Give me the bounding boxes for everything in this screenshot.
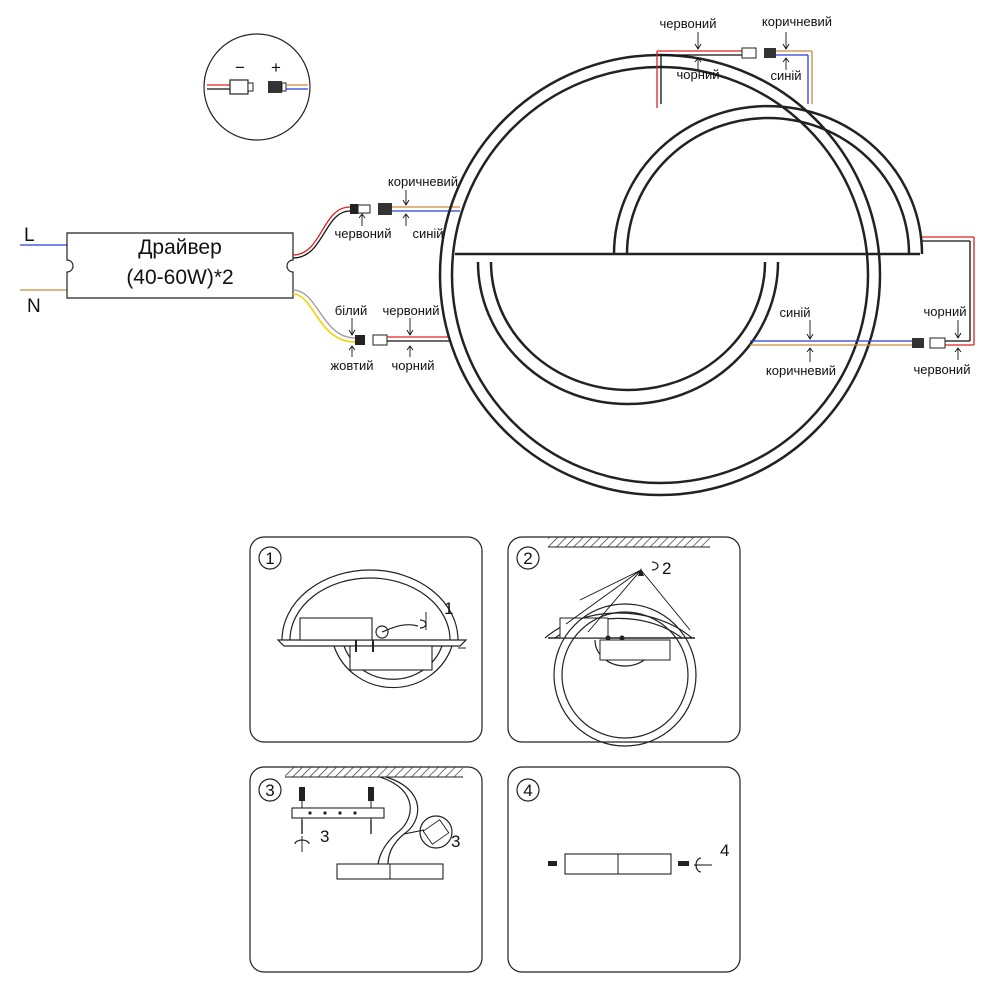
mains-input: L N <box>20 225 67 317</box>
label-top-brown: коричневий <box>762 14 832 29</box>
driver-output-2 <box>292 289 450 346</box>
step-3-badge: 3 <box>265 781 274 800</box>
step-4-callout: 4 <box>720 841 729 860</box>
step-1-callout: 1 <box>444 599 453 618</box>
label-r-blue: синій <box>779 305 810 320</box>
step-1-panel: 1 1 <box>249 536 483 743</box>
step-4-panel: 4 4 <box>507 766 741 973</box>
step-2-badge: 2 <box>523 549 532 568</box>
neutral-label: N <box>27 296 41 317</box>
label-fr-black: чорний <box>924 304 967 319</box>
led-driver: Драйвер (40-60W)*2 <box>66 232 294 299</box>
label-top-blue: синій <box>770 68 801 83</box>
plus-sign: + <box>271 58 281 77</box>
driver-rating: (40-60W)*2 <box>126 266 233 289</box>
connector-polarity-inset: − + <box>203 33 311 141</box>
label-top-red: червоний <box>660 16 717 31</box>
label-arrows <box>348 32 962 362</box>
label-ul-red: червоний <box>335 226 392 241</box>
step-4-badge: 4 <box>523 781 532 800</box>
step-3-callout-screw: 3 <box>320 827 329 846</box>
step-2-panel: 2 2 <box>507 536 741 747</box>
step-3-callout-terminal: 3 <box>451 832 460 851</box>
ring-lamp <box>438 53 924 497</box>
minus-sign: − <box>235 58 245 77</box>
step-2-callout: 2 <box>662 559 671 578</box>
top-wiring <box>656 47 813 108</box>
live-label: L <box>24 225 35 246</box>
label-ul-brown: коричневий <box>388 174 458 189</box>
driver-title: Драйвер <box>138 236 222 259</box>
label-fr-red: червоний <box>914 362 971 377</box>
step-3-panel: 3 3 3 <box>249 766 483 973</box>
label-ll-black: чорний <box>392 358 435 373</box>
step-1-badge: 1 <box>265 549 274 568</box>
right-wiring <box>750 236 975 349</box>
label-ll-yellow: жовтий <box>330 358 373 373</box>
label-ll-white: білий <box>335 303 367 318</box>
label-top-black: чорний <box>677 67 720 82</box>
label-ll-red: червоний <box>383 303 440 318</box>
label-r-brown: коричневий <box>766 363 836 378</box>
label-ul-blue: синій <box>412 226 443 241</box>
